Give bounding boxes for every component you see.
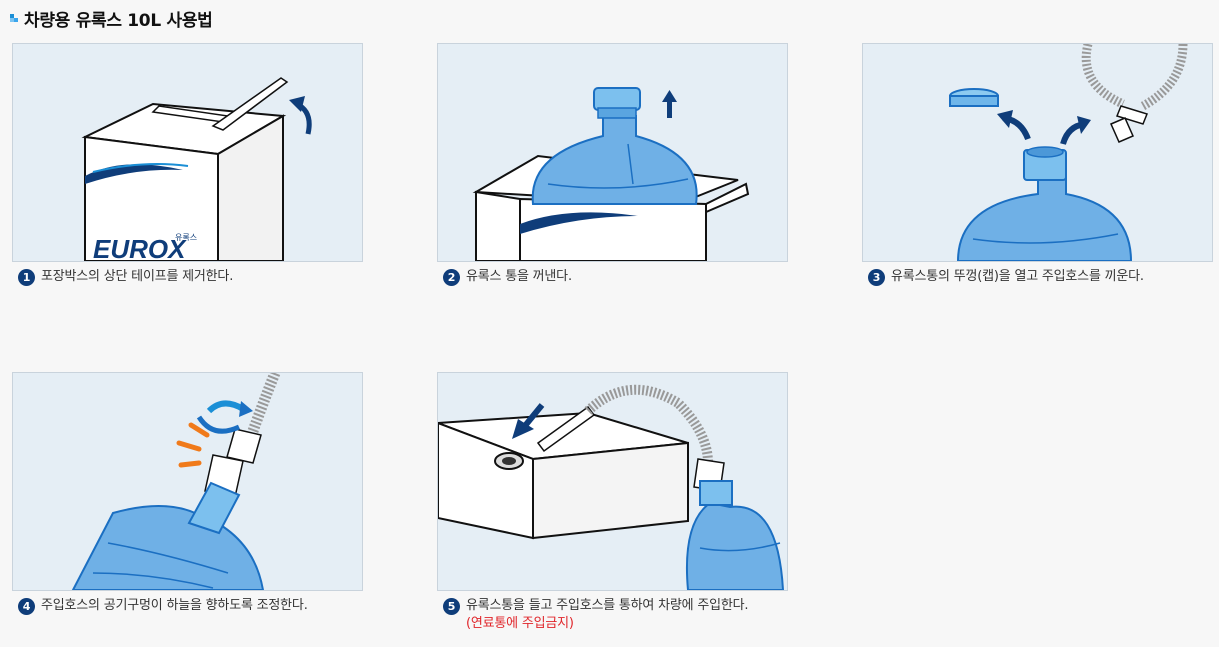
step-number-badge: 2 — [443, 269, 460, 286]
air-hole-marker-icon — [188, 422, 210, 438]
page-title: 차량용 유록스 10L 사용법 — [24, 10, 213, 31]
step-1-caption: 1 포장박스의 상단 테이프를 제거한다. — [18, 269, 233, 286]
step-text: 유록스 통을 꺼낸다. — [466, 269, 572, 284]
hose-icon — [247, 373, 281, 433]
step-4-illustration — [12, 372, 363, 591]
step-number-badge: 1 — [18, 269, 35, 286]
tape-icon — [211, 77, 289, 131]
bottle-icon — [71, 505, 265, 590]
brand-logo: EUROX — [93, 234, 187, 261]
bottle-icon — [685, 501, 785, 590]
svg-text:유록스: 유록스 — [175, 233, 197, 242]
step-number-badge: 4 — [18, 598, 35, 615]
bottle-icon — [531, 115, 698, 205]
step-4-caption: 4 주입호스의 공기구멍이 하늘을 향하도록 조정한다. — [18, 598, 308, 615]
step-5-illustration — [437, 372, 788, 591]
step-2-caption: 2 유록스 통을 꺼낸다. — [443, 269, 572, 286]
step-text: 주입호스의 공기구멍이 하늘을 향하도록 조정한다. — [41, 598, 308, 613]
step-number-badge: 3 — [868, 269, 885, 286]
step-text: 유록스통의 뚜껑(캡)을 열고 주입호스를 끼운다. — [891, 269, 1144, 284]
box-side — [217, 114, 284, 261]
nozzle-icon — [536, 405, 596, 453]
step-text: 포장박스의 상단 테이프를 제거한다. — [41, 269, 234, 284]
step-5-caption: 5 유록스통을 들고 주입호스를 통하여 차량에 주입한다. (연료통에 주입금… — [443, 598, 749, 633]
hose-icon — [1140, 44, 1188, 110]
step-1-illustration: EUROX 유록스 — [12, 43, 363, 262]
step-3-caption: 3 유록스통의 뚜껑(캡)을 열고 주입호스를 끼운다. — [868, 269, 1144, 286]
bottle-icon — [956, 173, 1133, 261]
step-2-illustration — [437, 43, 788, 262]
bottle-cap-icon — [593, 87, 641, 111]
up-arrow-icon — [662, 90, 677, 102]
warning-text: (연료통에 주입금지) — [466, 616, 574, 631]
title-bullet-icon — [10, 14, 18, 22]
page-header: 차량용 유록스 10L 사용법 — [10, 6, 213, 31]
rotate-arrow-icon — [206, 400, 245, 414]
down-arrow-icon — [512, 419, 534, 439]
step-text: 유록스통을 들고 주입호스를 통하여 차량에 주입한다. — [466, 598, 749, 613]
step-number-badge: 5 — [443, 598, 460, 615]
step-3-illustration — [862, 43, 1213, 262]
removed-cap-icon — [949, 95, 999, 107]
